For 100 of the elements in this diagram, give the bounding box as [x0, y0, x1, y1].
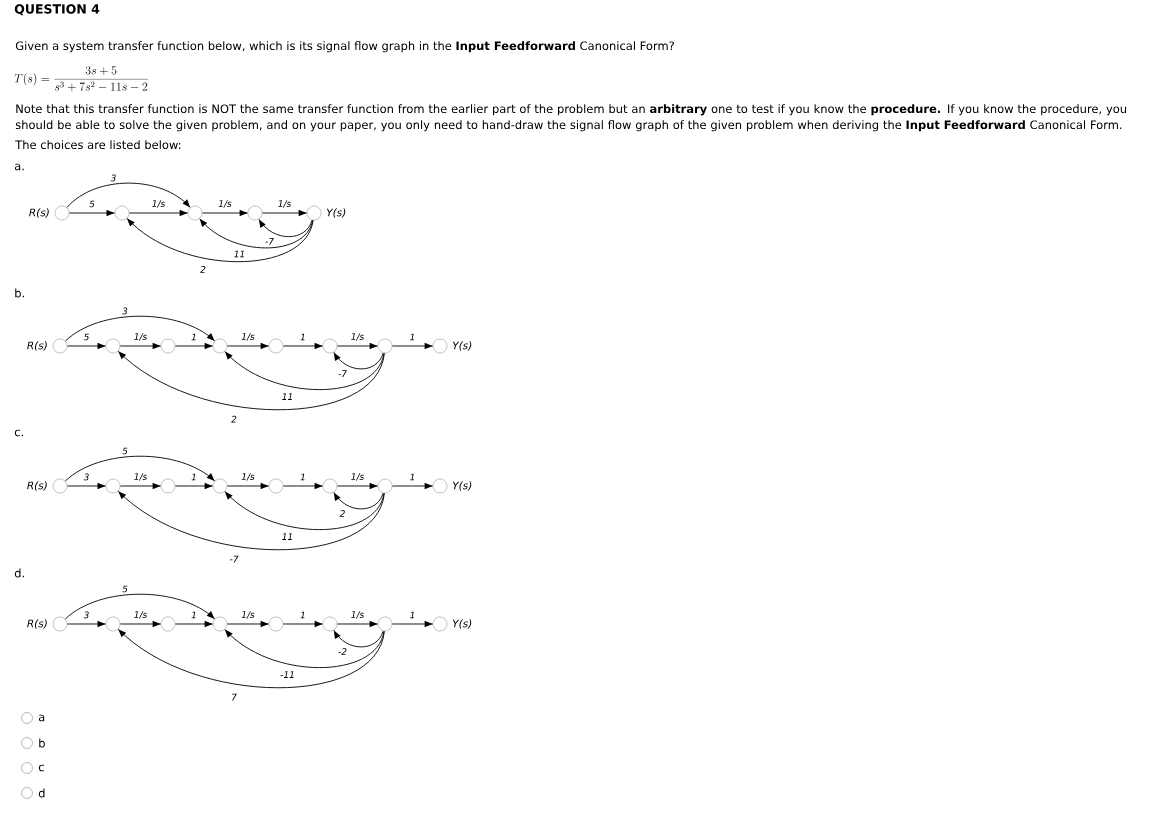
- arrow: [262, 209, 307, 217]
- arrow: [224, 351, 385, 391]
- option-heading: c.: [14, 429, 23, 437]
- question-title: QUESTION 4: [14, 4, 100, 16]
- edge-label: 1: [190, 472, 198, 482]
- edge-label: 1/s: [350, 332, 366, 342]
- arrow: [224, 629, 385, 669]
- node-circle: [52, 338, 68, 354]
- arrow: [67, 482, 106, 490]
- node-circle: [105, 338, 121, 354]
- signal-label: R(s): [27, 341, 47, 351]
- option-heading: d.: [14, 568, 24, 578]
- edge-label: 3: [109, 173, 118, 183]
- arrow: [392, 620, 433, 628]
- edge-label: 1: [299, 472, 307, 482]
- signal-label: Y(s): [452, 341, 472, 351]
- arrow: [175, 342, 213, 350]
- arrow: [117, 490, 385, 551]
- arrow: [66, 182, 191, 208]
- option-heading: b.: [15, 288, 24, 298]
- node-circle: [160, 616, 176, 632]
- node-circle: [377, 478, 393, 494]
- arrow: [120, 482, 161, 490]
- arrow: [224, 491, 385, 531]
- edge-label: 1: [408, 610, 417, 620]
- edge-label: 1/s: [133, 472, 149, 482]
- arrow: [258, 218, 313, 238]
- node-circle: [52, 478, 68, 494]
- node-circle: [187, 205, 203, 221]
- node-circle: [105, 478, 121, 494]
- edge-label: -11: [279, 670, 296, 679]
- edge-label: 1/s: [133, 332, 149, 342]
- node-circle: [160, 478, 176, 494]
- node-circle: [322, 478, 338, 494]
- node-circle: [377, 338, 393, 354]
- node-circle: [377, 616, 393, 632]
- node-circle: [247, 205, 263, 221]
- arrow: [67, 620, 106, 628]
- node-circle: [322, 616, 338, 632]
- node-circle: [432, 338, 448, 354]
- edge-label: 1: [408, 332, 417, 342]
- edge-label: 3: [121, 306, 129, 316]
- note-text: Note that this transfer function is NOT the same transfer function from the earlier part of the problem but an arbitrary one to test if you know the procedure. If you know the procedure, you should be able to solve the given problem, and on your paper, you only need to hand-draw the signal flow graph of the given problem when deriving the Input Feedforward Canonical Form.: [15, 104, 1127, 132]
- node-circle: [432, 616, 448, 632]
- transfer-function: $T(s) = \frac{3s+5}{s^3+7s^2-11s-2}$: [14, 66, 148, 92]
- node-circle: [432, 478, 448, 494]
- edge-label: 7: [230, 693, 238, 702]
- arrow: [337, 482, 378, 490]
- edge-label: 1/s: [240, 332, 256, 342]
- arrow: [175, 620, 213, 628]
- option-heading: a.: [14, 163, 24, 171]
- node-circle: [114, 205, 130, 221]
- arrow: [175, 482, 213, 490]
- edge-label: 1: [408, 472, 417, 482]
- arrow: [392, 482, 433, 490]
- arrow: [333, 629, 384, 648]
- node-circle: [105, 616, 121, 632]
- edge-label: -7: [228, 555, 240, 564]
- edge-label: -2: [337, 647, 348, 656]
- arrow: [227, 482, 269, 490]
- signal-label: Y(s): [326, 208, 346, 218]
- option-letter: d: [38, 788, 45, 798]
- edge-label: 3: [82, 610, 91, 620]
- edge-label: 1/s: [217, 199, 233, 209]
- arrow: [117, 628, 385, 689]
- arrow: [129, 209, 188, 217]
- arrow: [202, 209, 248, 217]
- edge-label: 11: [281, 392, 295, 401]
- edge-label: 3: [82, 472, 91, 482]
- edge-label: 1: [299, 332, 307, 342]
- signal-label: Y(s): [452, 619, 472, 629]
- edge-label: 5: [121, 584, 129, 594]
- arrow: [392, 342, 433, 350]
- edge-label: 1/s: [350, 472, 366, 482]
- edge-label: 1/s: [240, 472, 256, 482]
- edge-label: 11: [281, 532, 295, 541]
- arrow: [333, 351, 384, 370]
- node-circle: [54, 205, 70, 221]
- edge-label: 1/s: [151, 199, 167, 209]
- edge-label: 11: [233, 249, 247, 259]
- edge-label: 5: [82, 332, 91, 342]
- node-circle: [268, 478, 284, 494]
- arrow: [333, 491, 384, 510]
- arrow: [120, 342, 161, 350]
- edge-label: 1: [190, 610, 198, 620]
- edge-label: 1/s: [277, 199, 293, 209]
- arrow: [126, 218, 314, 263]
- arrow: [120, 620, 161, 628]
- arrow: [337, 342, 378, 350]
- node-circle: [212, 478, 228, 494]
- signal-label: R(s): [27, 481, 47, 491]
- signal-label: R(s): [29, 208, 49, 218]
- node-circle: [52, 616, 68, 632]
- node-circle: [268, 616, 284, 632]
- question-text: Given a system transfer function below, which is its signal flow graph in the Input Feedforward Canonical Form?: [15, 41, 674, 53]
- arrow: [117, 350, 385, 411]
- arrow: [67, 342, 106, 350]
- arrow: [283, 620, 323, 628]
- arrow: [65, 315, 216, 342]
- arrow: [337, 620, 378, 628]
